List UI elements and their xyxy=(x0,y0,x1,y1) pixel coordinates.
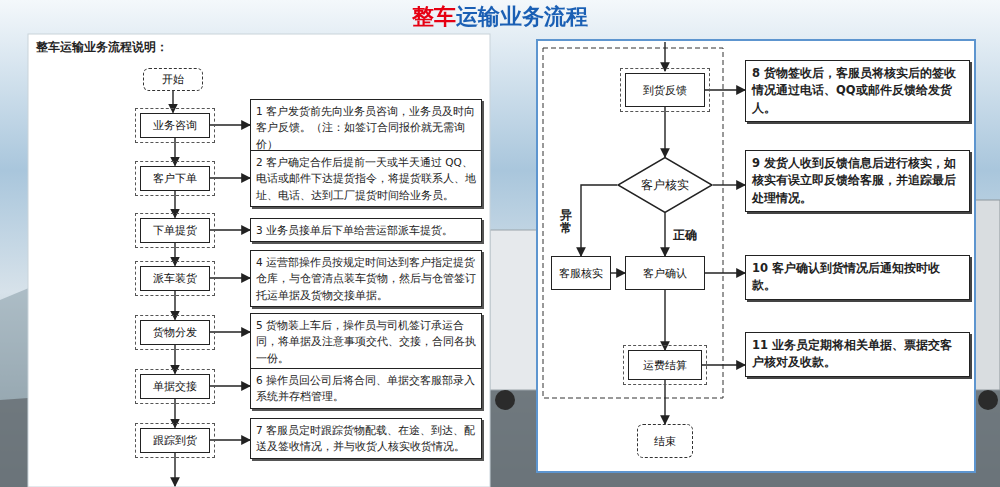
connector-arrow xyxy=(210,331,250,332)
process-box: 客户下单 xyxy=(140,166,210,191)
node-label: 运费结算 xyxy=(643,358,687,373)
connector-arrow xyxy=(705,89,745,90)
connector-arrow xyxy=(174,345,175,374)
edge-label: 异常 xyxy=(559,208,573,236)
description-text: 1 客户发货前先向业务员咨询，业务员及时向客户反馈。（注：如签订合同报价就无需询… xyxy=(256,105,475,150)
title: 整车运输业务流程 xyxy=(412,2,588,32)
truck-body xyxy=(490,230,540,390)
dashed-region xyxy=(543,48,723,398)
truck-body xyxy=(975,200,1000,390)
description-text: 11 业务员定期将相关单据、票据交客户核对及收款。 xyxy=(752,338,952,369)
connector-arrow xyxy=(174,243,175,266)
connector-arrow xyxy=(210,439,250,440)
description-box: 11 业务员定期将相关单据、票据交客户核对及收款。 xyxy=(745,332,970,377)
description-box: 2 客户确定合作后提前一天或半天通过 QQ、电话或邮件下达提货指令，将提货联系人… xyxy=(250,150,482,207)
connector-arrow xyxy=(611,272,625,273)
connector-arrow xyxy=(174,291,175,320)
node-label: 到货反馈 xyxy=(643,83,687,98)
connector-arrow xyxy=(210,385,250,386)
description-box: 9 发货人收到反馈信息后进行核实，如核实有误立即反馈给客服，并追踪最后处理情况。 xyxy=(745,150,970,212)
description-box: 10 客户确认到货情况后通知按时收款。 xyxy=(745,255,970,300)
connector-arrow xyxy=(174,138,175,166)
connector-arrow xyxy=(664,380,665,424)
description-box: 4 运营部操作员按规定时间达到客户指定提货仓库，与仓管清点装车货物，然后与仓管签… xyxy=(250,250,482,307)
description-text: 5 货物装上车后，操作员与司机签订承运合同，将单据及注意事项交代、交接，合同各执… xyxy=(256,319,476,364)
description-box: 8 货物签收后，客服员将核实后的签收情况通过电话、QQ或邮件反馈给发货人。 xyxy=(745,60,970,122)
right-panel xyxy=(537,40,975,472)
connector-arrow xyxy=(664,107,665,157)
title-bar: 整车运输业务流程 xyxy=(0,2,1000,32)
description-text: 4 运营部操作员按规定时间达到客户指定提货仓库，与仓管清点装车货物，然后与仓管签… xyxy=(256,256,476,301)
node-label: 客户下单 xyxy=(153,171,197,186)
process-box: 单据交接 xyxy=(140,374,210,399)
description-text: 3 业务员接单后下单给营运部派车提货。 xyxy=(256,224,453,236)
node-label: 单据交接 xyxy=(153,379,197,394)
continuation-arrow xyxy=(174,453,175,486)
connector-arrow xyxy=(210,177,250,178)
process-box: 运费结算 xyxy=(628,350,702,380)
process-box: 客户确认 xyxy=(625,256,705,290)
connector-arrow xyxy=(581,185,617,256)
node-label: 结束 xyxy=(654,434,676,449)
node-label: 客户确认 xyxy=(643,266,687,281)
description-text: 7 客服员定时跟踪货物配载、在途、到达、配送及签收情况，并与收货人核实收货情况。 xyxy=(256,424,475,452)
description-text: 8 货物签收后，客服员将核实后的签收情况通过电话、QQ或邮件反馈给发货人。 xyxy=(752,66,956,115)
process-box: 业务咨询 xyxy=(140,113,210,138)
edge-label: 正确 xyxy=(672,226,698,245)
connector-arrow xyxy=(664,290,665,350)
description-box: 3 业务员接单后下单给营运部派车提货。 xyxy=(250,218,482,242)
process-box: 到货反馈 xyxy=(625,73,705,107)
truck-wheel xyxy=(495,390,515,410)
node-label: 跟踪到货 xyxy=(153,433,197,448)
description-text: 10 客户确认到货情况后通知按时收款。 xyxy=(752,261,940,292)
connector-arrow xyxy=(172,91,173,113)
process-box: 下单提货 xyxy=(140,218,210,243)
connector-arrow xyxy=(210,277,250,278)
process-box: 客服核实 xyxy=(551,256,611,290)
node-label: 开始 xyxy=(162,72,184,87)
connector-arrow xyxy=(705,272,745,273)
process-box: 派车装货 xyxy=(140,266,210,291)
continuation-arrow xyxy=(664,42,665,71)
description-text: 2 客户确定合作后提前一天或半天通过 QQ、电话或邮件下达提货指令，将提货联系人… xyxy=(256,156,476,201)
connector-arrow xyxy=(210,229,250,230)
start-terminal: 开始 xyxy=(143,68,203,91)
node-label: 客服核实 xyxy=(559,266,603,281)
end-terminal: 结束 xyxy=(637,424,693,458)
decision-diamond: 客户核实 xyxy=(617,157,713,213)
connector-arrow xyxy=(210,124,250,125)
node-label: 下单提货 xyxy=(153,223,197,238)
panel-heading: 整车运输业务流程说明： xyxy=(36,40,168,55)
description-text: 6 操作员回公司后将合同、单据交客服部录入系统并存档管理。 xyxy=(256,374,475,402)
description-box: 7 客服员定时跟踪货物配载、在途、到达、配送及签收情况，并与收货人核实收货情况。 xyxy=(250,418,482,459)
description-box: 5 货物装上车后，操作员与司机签订承运合同，将单据及注意事项交代、交接，合同各执… xyxy=(250,313,482,370)
node-label: 货物分发 xyxy=(153,325,197,340)
node-label: 客户核实 xyxy=(641,177,689,194)
process-box: 跟踪到货 xyxy=(140,428,210,453)
connector-arrow xyxy=(713,184,745,185)
connector-arrow xyxy=(174,399,175,428)
left-panel xyxy=(28,34,490,487)
description-box: 1 客户发货前先向业务员咨询，业务员及时向客户反馈。（注：如签订合同报价就无需询… xyxy=(250,99,482,156)
node-label: 业务咨询 xyxy=(153,118,197,133)
connector-arrow xyxy=(702,364,745,365)
node-label: 派车装货 xyxy=(153,271,197,286)
truck-wheel xyxy=(978,390,998,410)
connector-arrow xyxy=(174,191,175,218)
description-text: 9 发货人收到反馈信息后进行核实，如核实有误立即反馈给客服，并追踪最后处理情况。 xyxy=(752,156,956,205)
connector-arrow xyxy=(664,213,665,256)
description-box: 6 操作员回公司后将合同、单据交客服部录入系统并存档管理。 xyxy=(250,368,482,409)
process-box: 货物分发 xyxy=(140,320,210,345)
